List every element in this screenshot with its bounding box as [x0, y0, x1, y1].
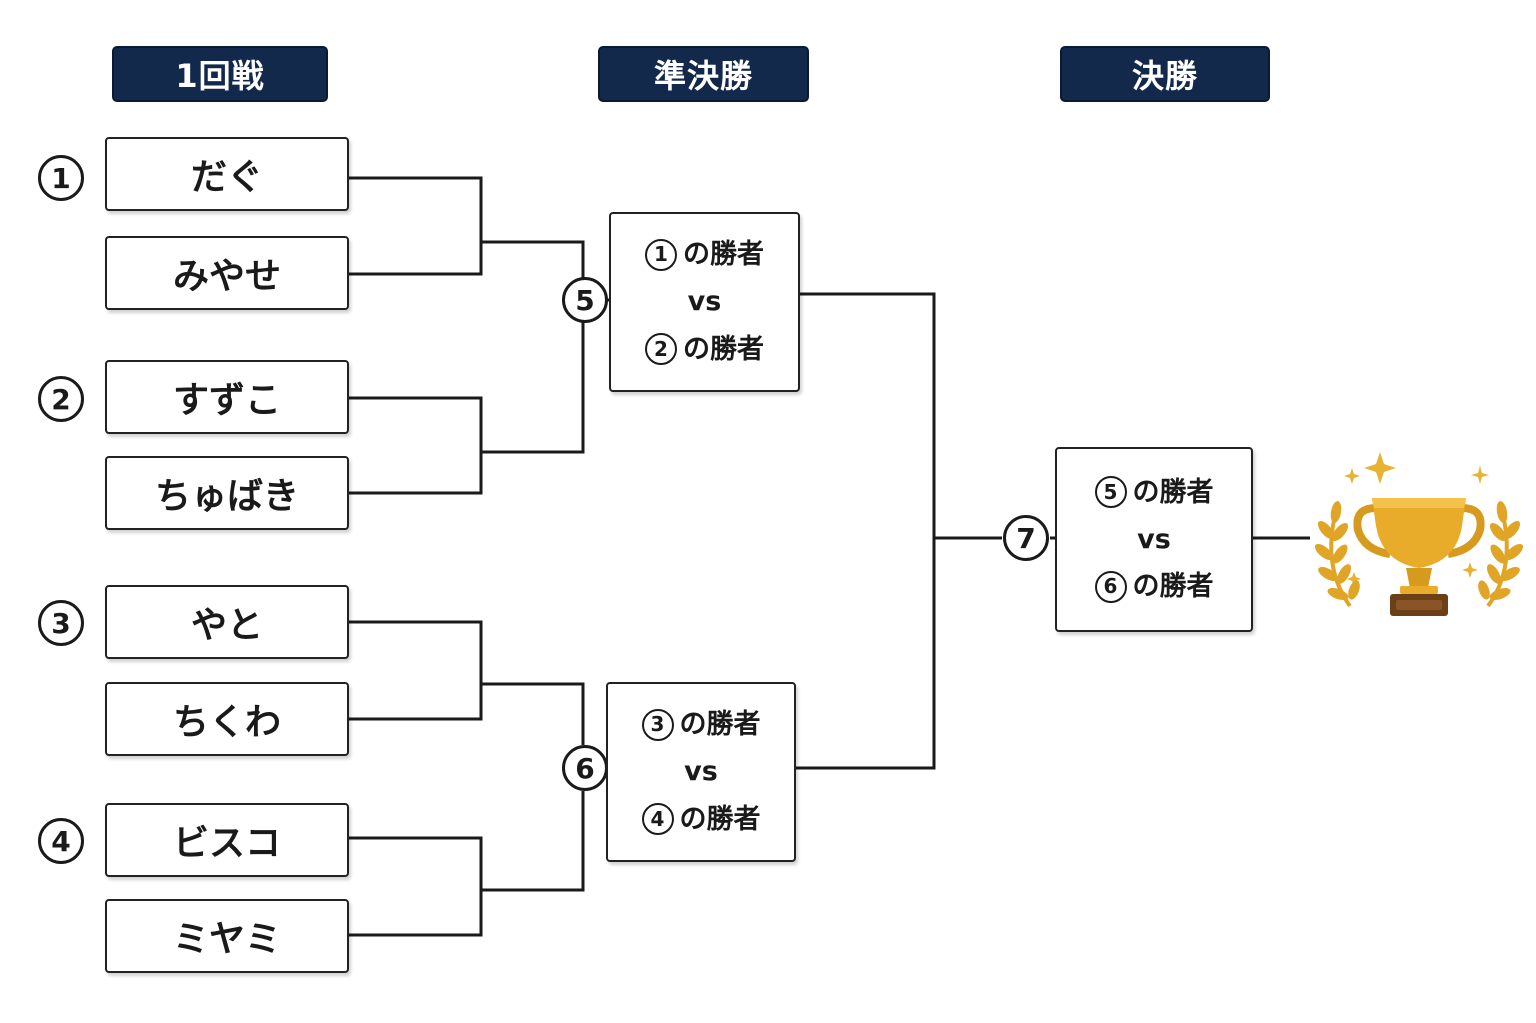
- winner-label: の勝者: [679, 709, 761, 741]
- match-ref: 4: [641, 803, 674, 836]
- player-box: だぐ: [105, 137, 349, 211]
- player-box: ちゅばき: [105, 456, 349, 530]
- trophy-icon: [1314, 452, 1524, 616]
- semifinal-box-6: 3 の勝者 vs 4 の勝者: [606, 682, 796, 862]
- match-ref: 1: [645, 238, 677, 271]
- winner-line: 5 の勝者: [1094, 469, 1214, 516]
- bracket-line-semis: [796, 292, 936, 770]
- player-box: ミヤミ: [105, 899, 349, 973]
- winner-label: の勝者: [679, 803, 761, 835]
- player-box: ビスコ: [105, 803, 349, 877]
- bracket-line-match-1-out: [481, 240, 585, 278]
- winner-line: 6 の勝者: [1094, 563, 1214, 610]
- match-number-2: 2: [38, 376, 84, 422]
- vs-label: vs: [687, 286, 722, 318]
- bracket-line-match-1: [349, 176, 483, 276]
- winner-line: 2 の勝者: [645, 326, 764, 373]
- vs-label: vs: [1137, 523, 1171, 555]
- match-ref: 5: [1094, 476, 1127, 509]
- winner-label: の勝者: [683, 239, 764, 271]
- winner-line: 1 の勝者: [645, 231, 764, 278]
- final-box-7: 5 の勝者 vs 6 の勝者: [1055, 447, 1253, 632]
- match-ref: 3: [641, 708, 674, 741]
- match-number-7: 7: [1003, 515, 1049, 561]
- player-box: ちくわ: [105, 682, 349, 756]
- bracket-line-match-2: [349, 396, 483, 495]
- match-ref: 6: [1094, 570, 1127, 603]
- bracket-line-match-3: [349, 620, 483, 721]
- bracket-line-match-4-out: [481, 791, 585, 892]
- match-number-1: 1: [38, 155, 84, 201]
- bracket-line-match-4: [349, 836, 483, 937]
- winner-line: 3 の勝者: [641, 701, 761, 748]
- round-header-final: 決勝: [1060, 46, 1270, 102]
- sparkle-icon: [1344, 452, 1489, 586]
- round-header-first: 1回戦: [112, 46, 328, 102]
- match-number-6: 6: [562, 745, 608, 791]
- winner-line: 4 の勝者: [641, 796, 761, 843]
- round-header-semifinal: 準決勝: [598, 46, 809, 102]
- winner-label: の勝者: [1132, 571, 1214, 603]
- player-box: すずこ: [105, 360, 349, 434]
- vs-label: vs: [684, 756, 718, 788]
- winner-label: の勝者: [1132, 476, 1214, 508]
- match-ref: 2: [645, 333, 677, 366]
- match-number-3: 3: [38, 600, 84, 646]
- player-box: やと: [105, 585, 349, 659]
- semifinal-box-5: 1 の勝者 vs 2 の勝者: [609, 212, 800, 392]
- bracket-line-match-2-out: [481, 322, 585, 454]
- laurel-icon: [1314, 501, 1360, 608]
- match-number-5: 5: [562, 277, 608, 323]
- match-number-4: 4: [38, 818, 84, 864]
- winner-label: の勝者: [683, 333, 764, 365]
- trophy-cup: [1353, 498, 1485, 616]
- laurel-icon: [1478, 501, 1524, 608]
- player-box: みやせ: [105, 236, 349, 310]
- bracket-line-match-3-out: [481, 682, 585, 745]
